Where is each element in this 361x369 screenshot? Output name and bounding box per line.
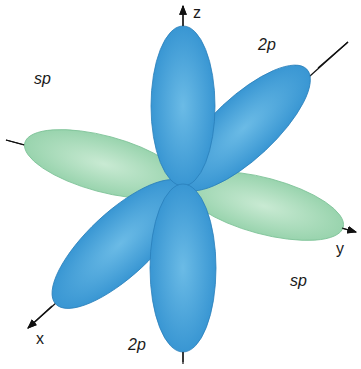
orbital-label: sp [290,272,307,289]
x-axis-tail [318,42,348,68]
p-lobe [150,184,216,352]
orbital-label: sp [34,70,51,87]
orbital-label: 2p [128,336,146,353]
x-axis-tip [28,306,52,328]
axis-label-holder: y [336,240,344,258]
axis-label-holder: x [36,330,44,348]
y-axis-tip [342,228,356,232]
orbital-label-holder: sp [34,70,51,88]
p-lobe [151,26,215,186]
y-axis-tail [6,140,24,145]
axis-label: z [193,4,201,21]
orbital-label-holder: sp [290,272,307,290]
z-axis-tip [182,6,183,26]
axis-label: x [36,330,44,347]
orbital-label-holder: 2p [258,36,276,54]
axis-label: y [336,240,344,257]
orbital-label-holder: 2p [128,336,146,354]
orbital-label: 2p [258,36,276,53]
z-axis-tail [182,352,183,364]
axis-label-holder: z [193,4,201,22]
